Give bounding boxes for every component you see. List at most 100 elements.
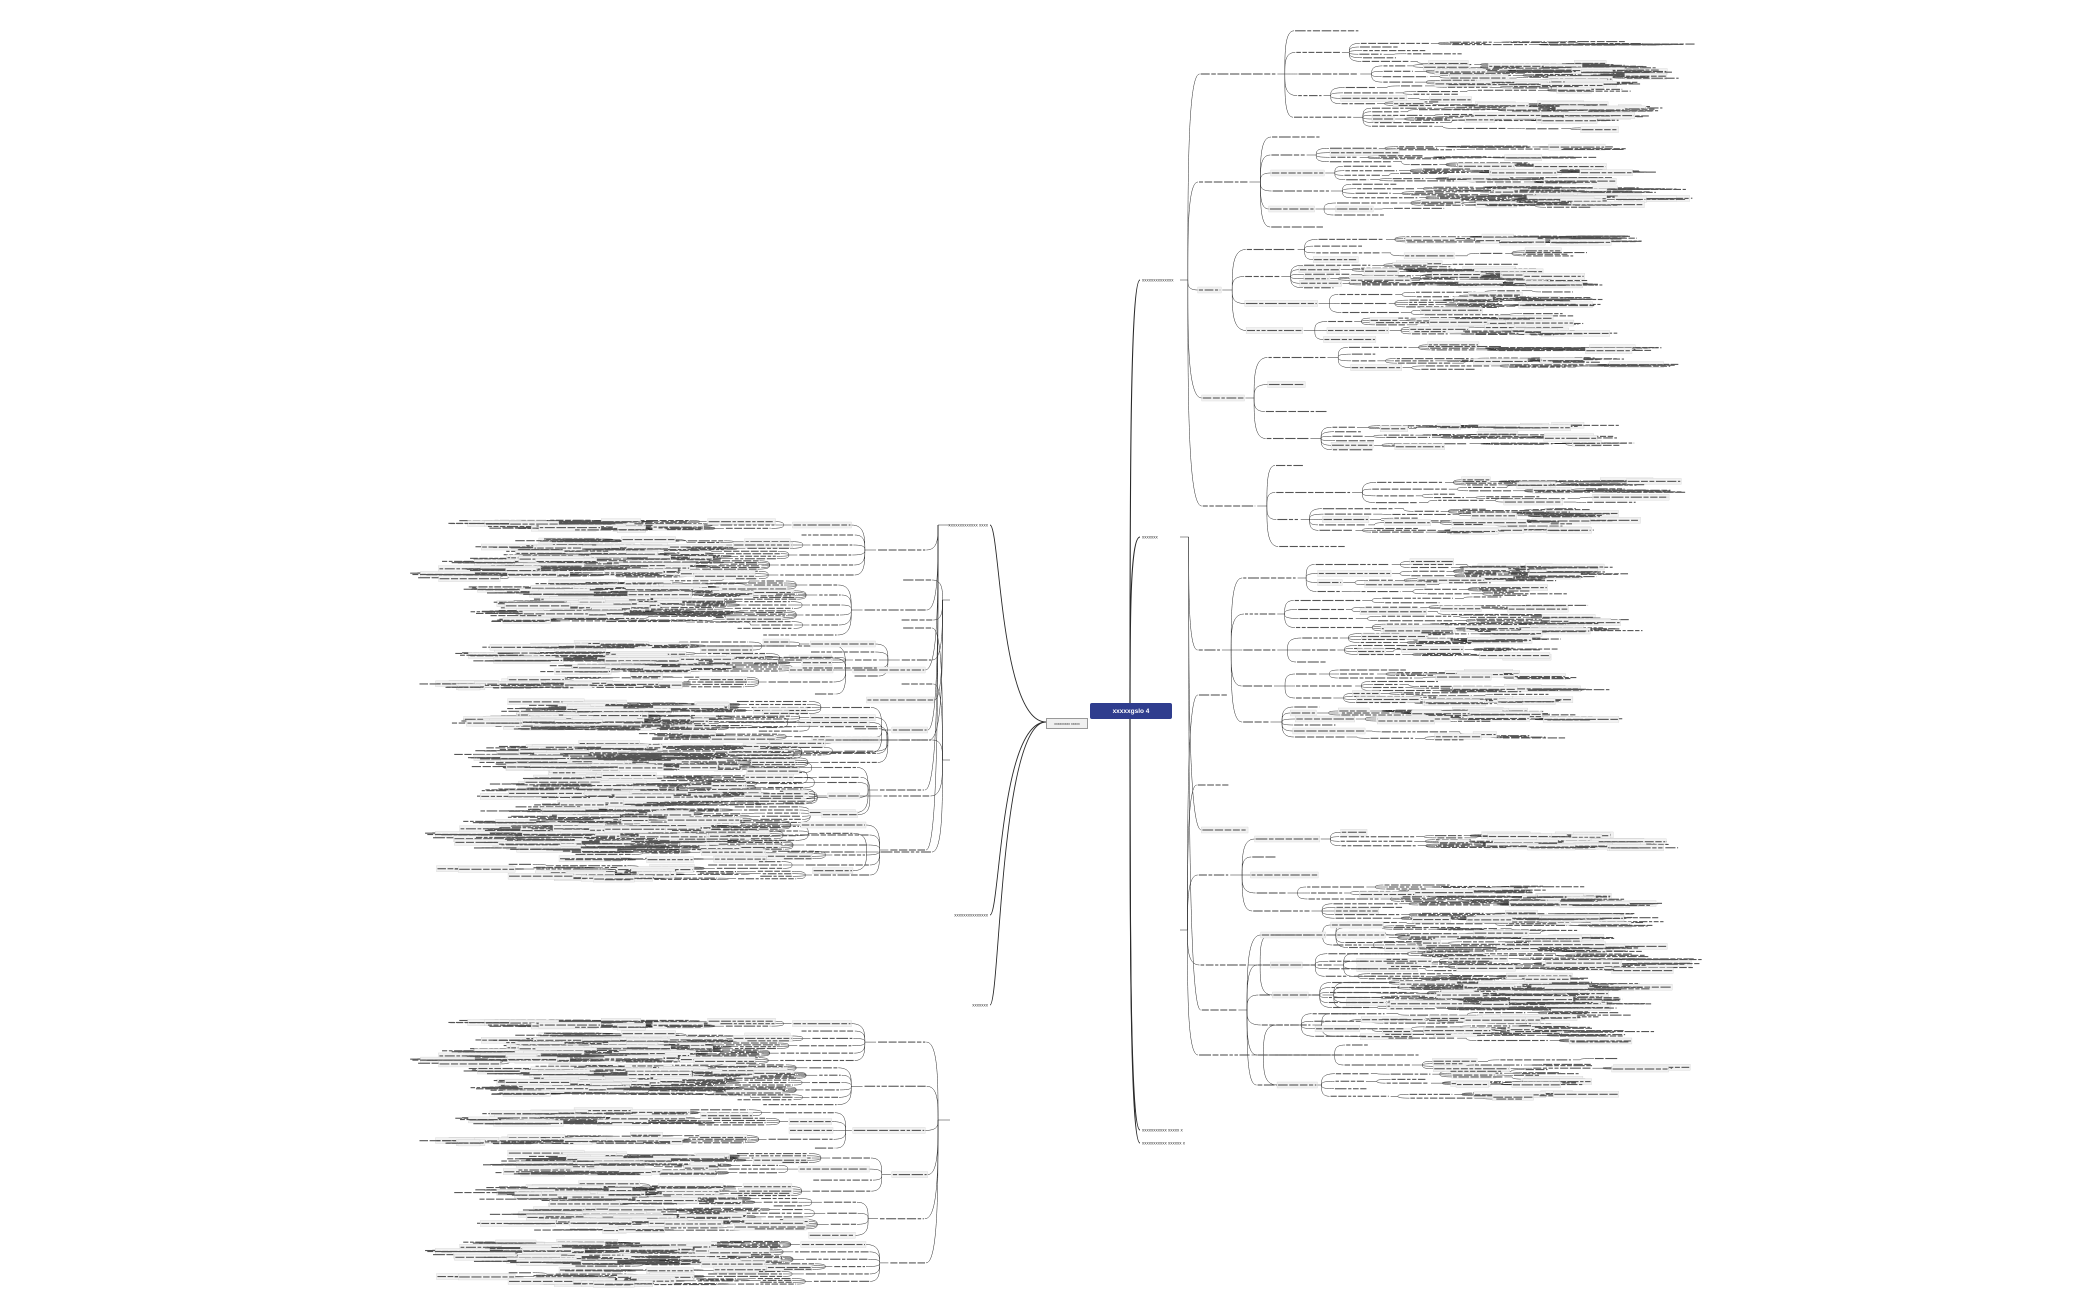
connector (1267, 493, 1275, 507)
connector (1411, 310, 1420, 312)
connector (663, 677, 674, 678)
connector (690, 646, 698, 647)
connector (1375, 523, 1384, 525)
connector (1298, 893, 1308, 899)
connector (1372, 601, 1384, 603)
connector (1362, 493, 1374, 503)
connector (1556, 954, 1565, 956)
connector (1344, 646, 1357, 651)
connector (1414, 66, 1424, 67)
connector (1423, 677, 1436, 678)
connector (1422, 494, 1432, 496)
connector (1511, 929, 1519, 930)
connector (1422, 435, 1430, 436)
connector (786, 615, 796, 616)
connector (718, 718, 732, 719)
connector (1419, 347, 1427, 348)
connector (1329, 711, 1338, 713)
connector (1387, 86, 1400, 88)
connector (1352, 610, 1360, 612)
connector (1335, 173, 1345, 180)
connector (1321, 439, 1331, 446)
connector (1285, 610, 1297, 615)
connector (1260, 182, 1271, 191)
connector (1335, 166, 1343, 173)
connector (1467, 253, 1479, 255)
connector (1428, 500, 1437, 502)
main-branch-connector (1130, 711, 1140, 1143)
connector (1306, 578, 1317, 583)
connector (1465, 933, 1473, 934)
connector (672, 583, 683, 584)
connector (1349, 51, 1362, 53)
connector (1315, 954, 1327, 965)
connector (1577, 43, 1590, 44)
connector (1321, 432, 1334, 439)
connector (1398, 937, 1410, 938)
connector (1455, 576, 1465, 577)
connector (1301, 1025, 1314, 1036)
connector (715, 608, 726, 609)
connector (1343, 191, 1352, 198)
connector (1338, 354, 1351, 357)
connector (1518, 1068, 1532, 1069)
connector (1330, 837, 1339, 839)
connector (1385, 933, 1394, 936)
connector (1500, 87, 1513, 88)
connector (1189, 537, 1201, 1010)
connector (1242, 857, 1251, 875)
connector (1432, 887, 1442, 888)
connector (1363, 117, 1372, 119)
connector (1247, 995, 1258, 1010)
connector (1282, 713, 1290, 722)
connector (1365, 717, 1376, 719)
connector (1351, 893, 1360, 895)
connector (1285, 614, 1299, 619)
connector (640, 616, 649, 618)
connector (1398, 1096, 1409, 1098)
connector (1440, 1074, 1452, 1075)
connector (794, 625, 803, 628)
connector (1254, 398, 1265, 412)
connector (1422, 1065, 1434, 1066)
connector (1476, 497, 1485, 498)
connector (1288, 650, 1297, 662)
connector (1189, 537, 1198, 650)
connector (1389, 693, 1402, 694)
connector (1298, 887, 1306, 893)
connector (1285, 601, 1294, 615)
connector (1517, 77, 1529, 78)
connector (701, 550, 712, 551)
connector (1446, 165, 1456, 166)
connector (1519, 959, 1531, 960)
connector (1401, 565, 1410, 568)
connector (1363, 112, 1371, 117)
connector (1374, 435, 1383, 436)
connector (1331, 88, 1345, 96)
connector (1310, 514, 1324, 519)
connector (1316, 155, 1329, 162)
connector (834, 670, 846, 682)
connector (792, 595, 806, 596)
connector (1361, 318, 1370, 321)
connector (1476, 498, 1485, 499)
connector (1232, 290, 1246, 331)
connector (1254, 398, 1266, 439)
connector (1519, 958, 1529, 959)
connector (1291, 277, 1300, 284)
connector (738, 762, 751, 763)
connector (1329, 295, 1338, 304)
connector (686, 653, 696, 654)
connector (1467, 90, 1477, 91)
connector (1282, 722, 1293, 731)
connector (792, 622, 803, 625)
connector (1422, 1065, 1433, 1069)
connector (1321, 1085, 1333, 1089)
connector (1368, 619, 1377, 621)
connector (1422, 954, 1434, 955)
connector (1532, 291, 1541, 292)
connector (1395, 239, 1403, 240)
connector (1407, 954, 1419, 956)
connector (1395, 304, 1408, 305)
connector (1282, 722, 1293, 725)
